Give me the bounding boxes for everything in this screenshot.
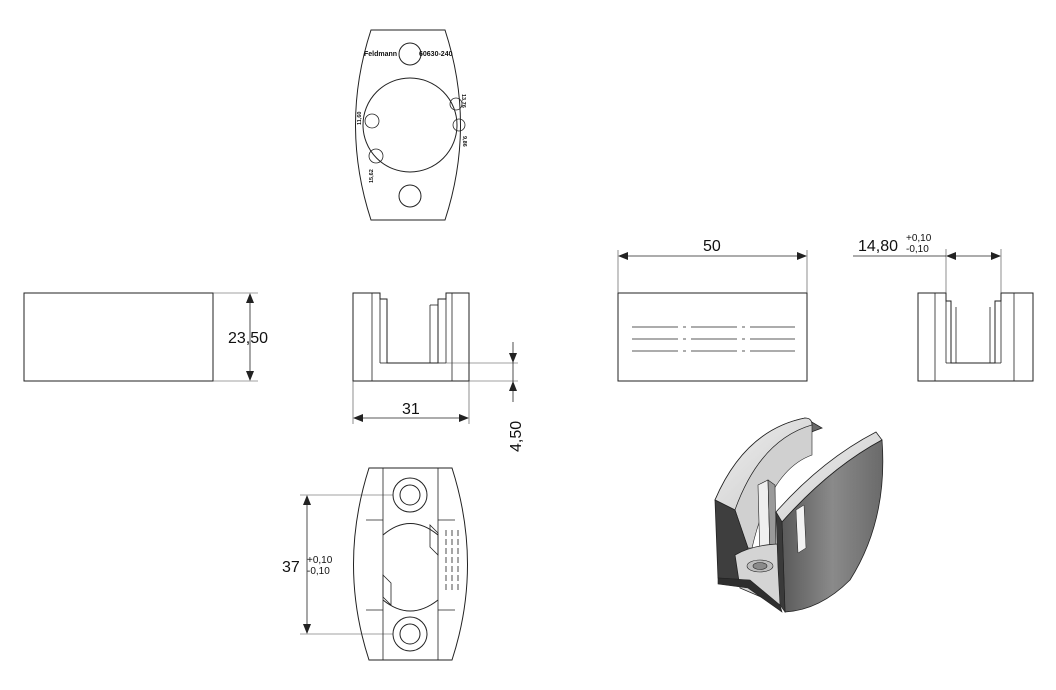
hole-label-3: 9,86 [461, 136, 467, 147]
side-view-left: 23,50 [23, 292, 268, 382]
mount-hole-top-outer [392, 477, 428, 513]
mount-hole-bottom [398, 184, 422, 208]
hole-label-4: 15,62 [369, 169, 375, 183]
front-view: 31 4,50 [352, 292, 525, 452]
hole-label-1: 11,60 [357, 112, 363, 125]
dim-hole-spacing: 37 [282, 559, 300, 576]
dim-hole-tol-plus: +0,10 [307, 555, 333, 566]
brand-engraving: Feldmann [364, 51, 397, 58]
dim-slot-tol-plus: +0,10 [906, 233, 932, 244]
center-bore [362, 77, 458, 173]
dim-hole-tol-minus: -0,10 [307, 566, 330, 577]
dim-slot-width: 14,80 [858, 238, 898, 255]
end-view: 14,80 +0,10 -0,10 [853, 233, 1034, 382]
mount-hole-bottom-outer [392, 616, 428, 652]
part-number-engraving: 60630-240 [419, 51, 453, 58]
mount-hole-top-inner [399, 484, 421, 506]
dim-width-front: 31 [402, 401, 420, 418]
dim-length: 50 [703, 238, 721, 255]
isometric-view [714, 417, 884, 613]
mount-hole-bottom-inner [399, 623, 421, 645]
bottom-view: 37 +0,10 -0,10 [282, 467, 468, 661]
side-view-right: 50 [617, 238, 808, 382]
hole-label-2: 13,76 [460, 94, 466, 108]
dim-base-thickness: 4,50 [508, 421, 525, 452]
dim-slot-tol-minus: -0,10 [906, 244, 929, 255]
top-view: Feldmann 60630-240 11,60 13,76 9,86 15,6… [355, 29, 467, 221]
dim-height: 23,50 [228, 330, 268, 347]
mount-hole-top [398, 42, 422, 66]
